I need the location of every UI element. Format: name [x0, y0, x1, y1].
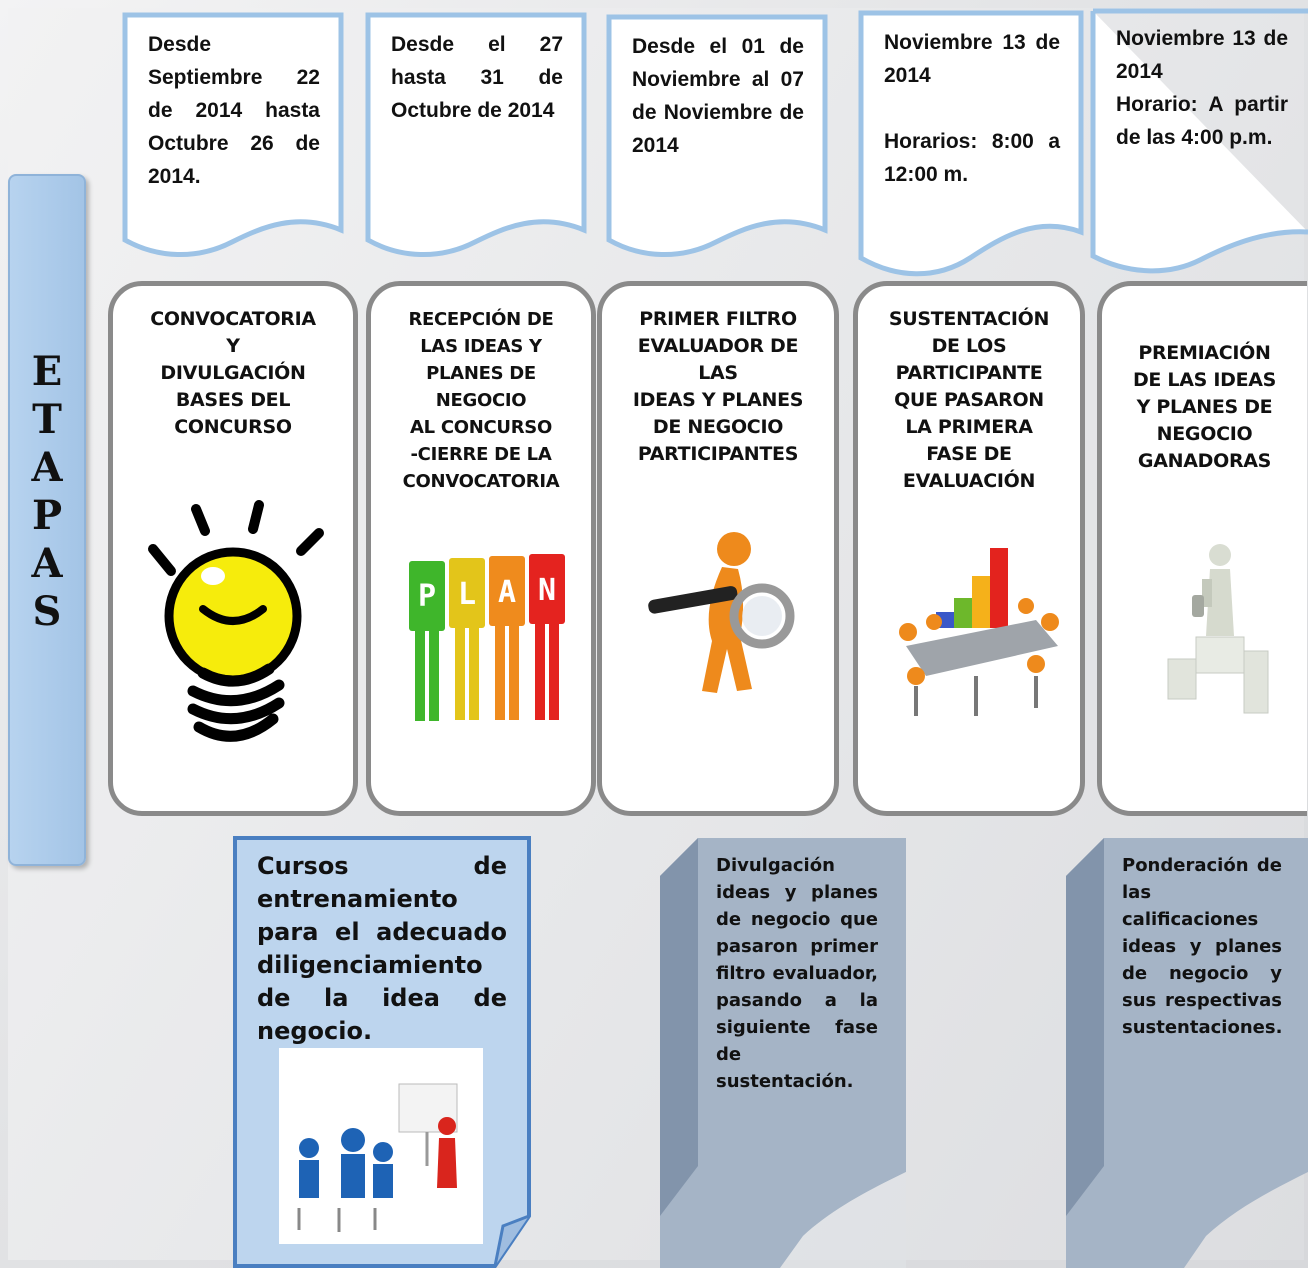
plan-blocks-icon: P L A N: [401, 526, 571, 730]
ponderacion-note: Ponderación de las calificaciones ideas …: [1064, 836, 1308, 1268]
etapas-letter: E: [31, 348, 63, 395]
date-text: Desde el 01 de Noviembre al 07 de Noviem…: [632, 35, 804, 157]
stage-card-sustentacion: SUSTENTACIÓN DE LOS PARTICIPANTE QUE PAS…: [853, 281, 1085, 816]
stage-title: CONVOCATORIA Y DIVULGACIÓN BASES DEL CON…: [150, 308, 316, 438]
stage-card-convocatoria: CONVOCATORIA Y DIVULGACIÓN BASES DEL CON…: [108, 281, 358, 816]
date-text: Noviembre 13 de 2014 Horarios: 8:00 a 12…: [884, 31, 1060, 186]
etapas-letter: T: [32, 396, 62, 443]
date-flag-4: Noviembre 13 de 2014 Horarios: 8:00 a 12…: [858, 10, 1084, 282]
training-note: Cursos de entrenamiento para el adecuado…: [233, 836, 531, 1268]
date-flag-2: Desde el 27 hasta 31 de Octubre de 2014: [365, 12, 587, 260]
stage-card-recepcion: RECEPCIÓN DE LAS IDEAS Y PLANES DE NEGOC…: [366, 281, 596, 816]
stage-title: SUSTENTACIÓN DE LOS PARTICIPANTE QUE PAS…: [888, 308, 1050, 492]
date-flag-3: Desde el 01 de Noviembre al 07 de Noviem…: [606, 14, 828, 260]
stage-card-filtro: PRIMER FILTRO EVALUADOR DE LAS IDEAS Y P…: [597, 281, 839, 816]
lightbulb-icon: [141, 491, 331, 755]
date-flag-1: Desde Septiembre 22 de 2014 hasta Octubr…: [122, 12, 344, 260]
date-text: Noviembre 13 de 2014 Horario: A partir d…: [1116, 27, 1288, 149]
divulgacion-text: Divulgación ideas y planes de negocio qu…: [716, 855, 878, 1092]
plan-letter: P: [418, 579, 436, 614]
etapas-label: E T A P A S: [10, 348, 84, 636]
date-text: Desde el 27 hasta 31 de Octubre de 2014: [391, 33, 563, 122]
etapas-letter: S: [32, 588, 62, 635]
plan-letter: N: [538, 573, 556, 608]
etapas-letter: A: [31, 540, 63, 587]
stage-card-premiacion: PREMIACIÓN DE LAS IDEAS Y PLANES DE NEGO…: [1097, 281, 1307, 816]
magnifier-person-icon: [642, 521, 802, 725]
stage-title: PREMIACIÓN DE LAS IDEAS Y PLANES DE NEGO…: [1132, 342, 1277, 472]
etapas-letter: A: [31, 444, 63, 491]
plan-letter: A: [498, 575, 516, 610]
podium-trophy-icon: [1162, 541, 1272, 735]
etapas-bar: E T A P A S: [8, 174, 86, 866]
divulgacion-note: Divulgación ideas y planes de negocio qu…: [658, 836, 906, 1268]
date-flag-5: Noviembre 13 de 2014 Horario: A partir d…: [1090, 8, 1308, 278]
stage-title: PRIMER FILTRO EVALUADOR DE LAS IDEAS Y P…: [632, 308, 804, 465]
etapas-letter: P: [31, 492, 63, 539]
meeting-chart-icon: [886, 536, 1066, 730]
date-text: Desde Septiembre 22 de 2014 hasta Octubr…: [148, 33, 320, 188]
plan-letter: L: [458, 577, 476, 612]
training-text: Cursos de entrenamiento para el adecuado…: [257, 852, 507, 1045]
classroom-icon: [279, 1048, 483, 1244]
stage-title: RECEPCIÓN DE LAS IDEAS Y PLANES DE NEGOC…: [402, 309, 560, 492]
ponderacion-text: Ponderación de las calificaciones ideas …: [1122, 855, 1283, 1038]
